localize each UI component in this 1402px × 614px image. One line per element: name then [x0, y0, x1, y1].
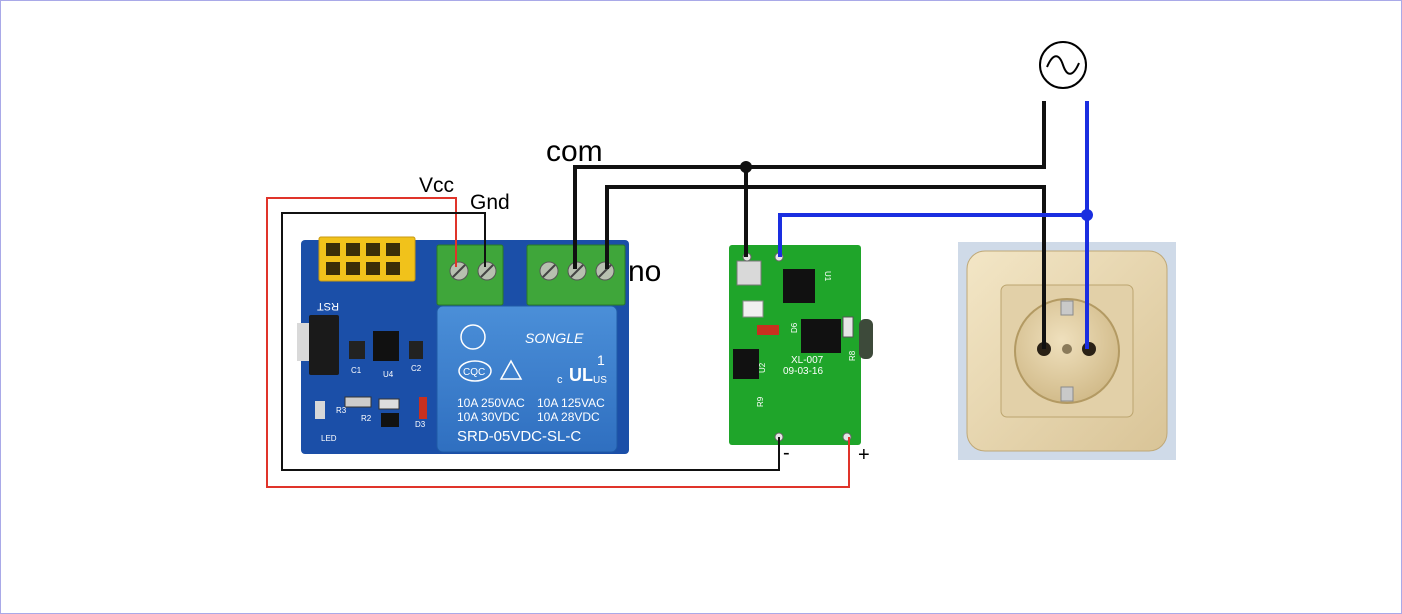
junction-blue: [1081, 209, 1093, 221]
cap-c2: [409, 341, 423, 359]
psu-silk-u1: U1: [823, 271, 832, 282]
silk-c1: C1: [351, 366, 362, 375]
psu-ic-u2: [733, 349, 759, 379]
relay-logo-icon: [460, 324, 486, 350]
relay-c-mark: c: [557, 374, 563, 386]
psu-ic-u1: [783, 269, 815, 303]
diode-d3: [419, 397, 427, 419]
junction-black: [740, 161, 752, 173]
wire-com-black: [573, 101, 1046, 269]
cap-c1: [349, 341, 365, 359]
psu-silk-u2: U2: [758, 362, 767, 373]
relay-module: RST C1 U4 C2 R3 R2 LED D3 SONGLE CQC 1 c…: [297, 236, 629, 454]
psu-pcb: [729, 245, 861, 445]
psu-resistor-r8: [842, 316, 854, 338]
psu-module: U2 U1 D6 R8 R9 XL-007 09-03-16: [729, 245, 873, 445]
wire-vcc-red: [266, 197, 850, 488]
silk-r2: R2: [361, 414, 372, 423]
psu-smd-1: [742, 300, 764, 318]
relay-rating-r1: 10A 125VAC: [537, 396, 605, 410]
label-plus: +: [858, 444, 870, 466]
silk-d3: D3: [415, 420, 426, 429]
socket-center-screw: [1062, 344, 1072, 354]
sine-wave-icon: [1046, 55, 1080, 75]
cqc-mark-icon: [458, 360, 492, 382]
regulator-u4: [373, 331, 399, 361]
ac-source: [1039, 41, 1087, 89]
psu-silk-model: XL-007: [791, 355, 824, 366]
led: [315, 401, 325, 419]
psu-silk-r8: R8: [848, 350, 857, 361]
warning-triangle-icon: [499, 359, 523, 380]
label-vcc: Vcc: [419, 174, 454, 197]
relay-us: US: [593, 375, 607, 386]
resistor-r2: [378, 398, 400, 410]
relay-model: SRD-05VDC-SL-C: [457, 428, 581, 445]
terminal-block-power: [436, 244, 504, 306]
resistor-r3: [344, 396, 372, 408]
psu-silk-r9: R9: [756, 396, 765, 407]
psu-silk-date: 09-03-16: [783, 366, 823, 377]
reset-button-cap: [297, 323, 311, 361]
relay-rating-r2: 10A 28VDC: [537, 410, 600, 424]
ul-mark-icon: UL: [569, 365, 593, 385]
psu-pad-block: [736, 260, 762, 286]
relay-body: [436, 305, 618, 453]
silk-u4: U4: [383, 370, 394, 379]
psu-silk-d6: D6: [790, 322, 799, 333]
relay-brand: SONGLE: [525, 330, 584, 346]
wire-psu-neutral-blue: [778, 213, 1087, 257]
psu-transformer: [801, 319, 841, 353]
wire-no-black: [605, 185, 1046, 349]
relay-cqc: CQC: [463, 367, 485, 378]
label-com: com: [546, 135, 603, 168]
reset-button: [309, 315, 339, 375]
socket-ground-clip-top: [1060, 300, 1074, 316]
relay-rating-l2: 10A 30VDC: [457, 410, 520, 424]
label-gnd: Gnd: [470, 191, 510, 214]
transistor: [381, 413, 399, 427]
silk-led: LED: [321, 434, 337, 443]
wall-socket: [958, 242, 1176, 460]
socket-ground-clip-bottom: [1060, 386, 1074, 402]
psu-diode: [757, 325, 779, 335]
wire-gnd-black: [281, 212, 780, 471]
silk-rst: RST: [317, 300, 339, 312]
pin-header-holes: [326, 243, 400, 275]
silk-r3: R3: [336, 406, 347, 415]
silk-c2: C2: [411, 364, 422, 373]
label-no: no: [628, 255, 661, 288]
label-minus: -: [783, 442, 790, 464]
psu-capacitor: [859, 319, 873, 359]
relay-rating-l1: 10A 250VAC: [457, 396, 525, 410]
relay-one: 1: [597, 352, 605, 368]
